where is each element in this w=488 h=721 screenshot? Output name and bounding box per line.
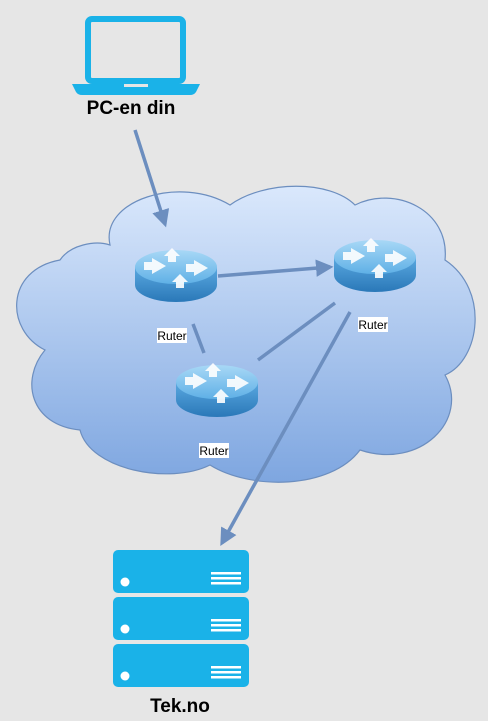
router-label-1: Ruter [157,328,187,343]
server-label: Tek.no [150,696,210,717]
router-icon [334,238,416,292]
router-label-3: Ruter [199,443,229,458]
laptop-icon [72,16,200,95]
laptop-label: PC-en din [87,98,176,119]
cloud-icon [16,185,476,483]
router-label-2: Ruter [358,317,388,332]
server-icon [113,550,249,687]
edge-router3-router2 [256,301,337,362]
edge-router2-server [220,311,352,547]
router-label-text: Ruter [157,329,186,343]
router-label-text: Ruter [358,318,387,332]
router-label-text: Ruter [199,444,228,458]
edge-router1-router2 [217,259,334,278]
router-icon [176,363,258,417]
router-icon [135,248,217,302]
edge-router1-router3 [191,323,206,354]
edge-laptop-router1 [133,129,170,228]
